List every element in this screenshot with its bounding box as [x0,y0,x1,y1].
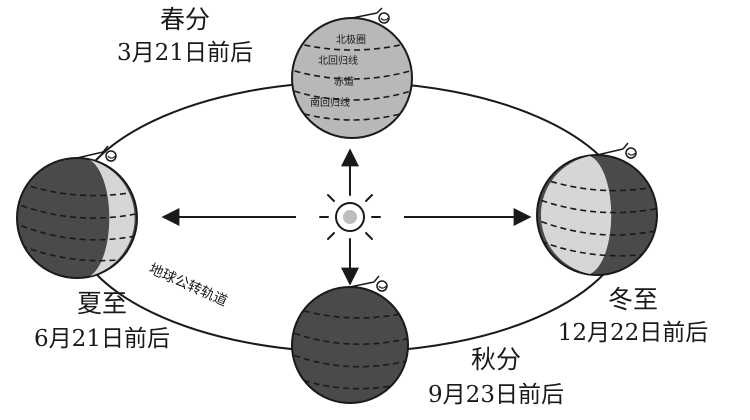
orbit-label: 地球公转轨道 [146,261,229,310]
globe-spring: 北极圈 北回归线 赤道 南回归线 [291,7,413,139]
globe-autumn [291,275,409,404]
label-tropic-of-cancer: 北回归线 [318,54,358,67]
autumn-season-label: 秋分 [471,345,521,374]
sun-icon [319,186,381,248]
winter-season-label: 冬至 [608,285,658,314]
label-arctic-circle: 北极圈 [336,33,366,46]
spring-season-label: 春分 [160,5,210,34]
autumn-date-label: 9月23日前后 [428,382,564,408]
winter-date-label: 12月22日前后 [558,320,709,346]
spring-date-label: 3月21日前后 [117,40,253,66]
summer-date-label: 6月21日前后 [34,326,170,352]
summer-season-label: 夏至 [77,289,127,318]
globe-summer [16,145,138,279]
label-equator: 赤道 [334,75,354,88]
label-tropic-of-capricorn: 南回归线 [310,96,350,109]
sunlight-arrows [161,148,532,286]
globe-winter [536,142,658,276]
